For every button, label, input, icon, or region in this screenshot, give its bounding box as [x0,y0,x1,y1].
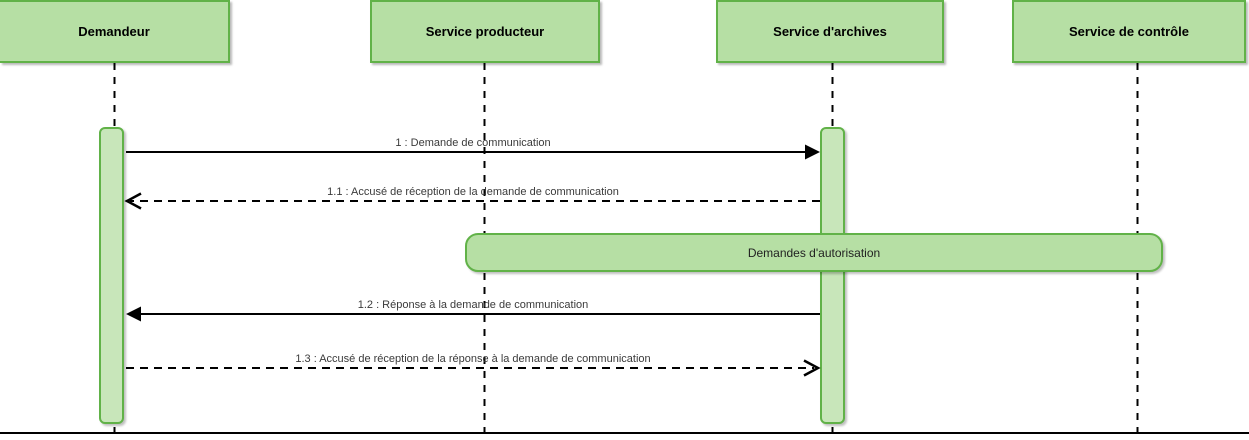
actor-service-producteur: Service producteur [370,0,600,63]
message-1-1-label: 1.1 : Accusé de réception de la demande … [327,186,619,198]
message-1-label: 1 : Demande de communication [395,137,551,149]
message-1-arrowhead [805,144,820,160]
actor-service-controle-label: Service de contrôle [1069,24,1189,39]
message-1-2-arrowhead [126,306,141,322]
actor-service-archives: Service d'archives [716,0,944,63]
actor-demandeur: Demandeur [0,0,230,63]
message-1-2-label: 1.2 : Réponse à la demande de communicat… [357,299,589,311]
activation-bar-demandeur [99,127,124,424]
actor-service-archives-label: Service d'archives [773,24,887,39]
actor-demandeur-label: Demandeur [78,24,150,39]
message-1-3-label: 1.3 : Accusé de réception de la réponse … [295,353,651,365]
authorization-fragment: Demandes d'autorisation [465,233,1163,272]
actor-service-controle: Service de contrôle [1012,0,1246,63]
message-1-3-arrowhead [803,359,821,377]
diagram-bottom-border [0,432,1249,434]
authorization-fragment-label: Demandes d'autorisation [747,245,881,260]
activation-bar-service-archives [820,127,845,424]
message-1-1-arrowhead [124,192,142,210]
actor-service-producteur-label: Service producteur [425,24,545,39]
